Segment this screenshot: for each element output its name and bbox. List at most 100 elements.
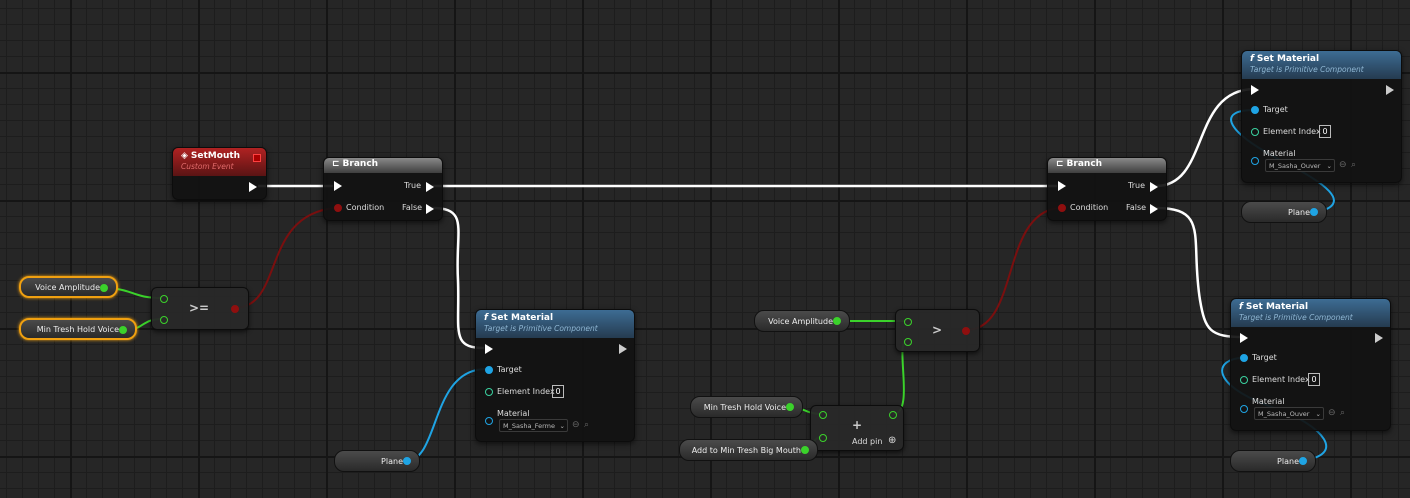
gte-input-a-pin[interactable] [160,295,168,303]
use-selected-icon[interactable]: ⊖ [572,420,580,430]
setmat3-element-index-pin[interactable] [1240,376,1248,384]
browse-search-icon[interactable]: ⌕ [1351,160,1357,170]
branch2-condition-pin[interactable] [1058,204,1066,212]
setmat3-element-index-input[interactable]: 0 [1308,373,1320,386]
add-to-min-tresh-big-mouth-pin[interactable] [801,446,809,454]
setmat1-material-dropdown[interactable]: M_Sasha_Ferme ⌄ [499,419,568,432]
setmat1-element-index-input[interactable]: 0 [552,385,564,398]
setmat3-material-dropdown[interactable]: M_Sasha_Ouver⌄ [1254,407,1324,420]
branch1-condition-label: Condition [346,203,385,212]
function-icon: f [484,313,488,323]
setmat2-element-index-pin[interactable] [1251,128,1259,136]
branch-node-2[interactable]: ⊏Branch Condition True False [1047,157,1167,221]
voice-amplitude-label-1: Voice Amplitude [35,282,100,292]
use-selected-icon[interactable]: ⊖ [1328,408,1336,418]
setmat2-exec-out-pin[interactable] [1386,85,1394,95]
min-tresh-hold-voice-pin-1[interactable] [119,326,127,334]
gte-output-pin[interactable] [231,305,239,313]
chevron-down-icon: ⌄ [1315,410,1321,418]
setmat2-element-index-input[interactable]: 0 [1319,125,1331,138]
add-operator-label: + [852,418,863,432]
function-icon: f [1239,302,1243,312]
gte-input-b-pin[interactable] [160,316,168,324]
branch2-exec-in-pin[interactable] [1058,181,1066,191]
setmat1-exec-in-pin[interactable] [485,344,493,354]
custom-event-node[interactable]: ◈SetMouth Custom Event [172,147,267,200]
setmat3-exec-in-pin[interactable] [1240,333,1248,343]
gt-output-pin[interactable] [962,327,970,335]
branch1-true-label: True [404,181,421,190]
setmat2-exec-in-pin[interactable] [1251,85,1259,95]
setmat3-element-index-label: Element Index [1252,375,1310,384]
add-input-b-pin[interactable] [819,434,827,442]
setmat1-material-pin[interactable] [485,417,493,425]
use-selected-icon[interactable]: ⊖ [1339,160,1347,170]
branch-icon: ⊏ [1056,159,1064,169]
add-pin-label[interactable]: Add pin [852,437,883,446]
branch2-false-pin[interactable] [1150,204,1158,214]
plane-getter-2[interactable]: Plane [1241,201,1327,223]
branch1-condition-pin[interactable] [334,204,342,212]
branch1-false-pin[interactable] [426,204,434,214]
voice-amplitude-pin-2[interactable] [833,317,841,325]
add-pin-plus-icon[interactable]: ⊕ [888,435,897,446]
setmat2-target-pin[interactable] [1251,106,1259,114]
voice-amplitude-label-2: Voice Amplitude [768,316,833,326]
setmat3-material-pin[interactable] [1240,405,1248,413]
setmat2-target-label: Target [1263,105,1288,114]
add-output-pin[interactable] [889,411,897,419]
setmat3-exec-out-pin[interactable] [1375,333,1383,343]
branch2-true-label: True [1128,181,1145,190]
branch2-true-pin[interactable] [1150,182,1158,192]
setmat2-title: Set Material [1256,54,1320,64]
browse-search-icon[interactable]: ⌕ [584,420,590,430]
voice-amplitude-getter-1[interactable]: Voice Amplitude [19,276,118,298]
plane-getter-3[interactable]: Plane [1230,450,1316,472]
add-input-a-pin[interactable] [819,411,827,419]
browse-search-icon[interactable]: ⌕ [1340,408,1346,418]
setmat3-target-pin[interactable] [1240,354,1248,362]
min-tresh-hold-voice-pin-2[interactable] [786,403,794,411]
setmat1-element-index-pin[interactable] [485,388,493,396]
gt-operator-label: > [932,323,943,337]
gt-input-b-pin[interactable] [904,338,912,346]
object-wire-plane1-setmat1 [405,368,487,462]
exec-wire-branch1-false-setmat1 [431,206,485,350]
greater-equal-node[interactable]: >= [151,287,249,330]
setmat1-element-index-label: Element Index [497,387,555,396]
plane-label-2: Plane [1288,207,1310,217]
setmat1-exec-out-pin[interactable] [619,344,627,354]
exec-wire-branch2-true-setmat2 [1155,87,1255,188]
branch1-exec-in-pin[interactable] [334,181,342,191]
voice-amplitude-pin-1[interactable] [100,284,108,292]
plane-getter-1[interactable]: Plane [334,450,420,472]
branch2-condition-label: Condition [1070,203,1109,212]
plane-pin-2[interactable] [1310,208,1318,216]
greater-than-node[interactable]: > [895,309,980,352]
setmat2-material-pin[interactable] [1251,157,1259,165]
gte-operator-label: >= [189,301,210,315]
min-tresh-hold-voice-getter-1[interactable]: Min Tresh Hold Voice [19,318,137,340]
chevron-down-icon: ⌄ [559,422,565,430]
gt-input-a-pin[interactable] [904,318,912,326]
add-to-min-tresh-big-mouth-getter[interactable]: Add to Min Tresh Big Mouth [679,439,818,461]
plane-pin-1[interactable] [403,457,411,465]
plane-pin-3[interactable] [1299,457,1307,465]
voice-amplitude-getter-2[interactable]: Voice Amplitude [754,310,850,332]
setmat1-material-value: M_Sasha_Ferme [503,422,555,430]
setmat1-target-pin[interactable] [485,366,493,374]
setmat2-material-dropdown[interactable]: M_Sasha_Ouver⌄ [1265,159,1335,172]
min-tresh-hold-voice-getter-2[interactable]: Min Tresh Hold Voice [690,396,803,418]
min-tresh-hold-voice-label-1: Min Tresh Hold Voice [36,324,119,334]
branch-node-1[interactable]: ⊏Branch Condition True False [323,157,443,221]
event-delegate-pin[interactable] [253,154,261,162]
add-float-node[interactable]: + Add pin ⊕ [810,405,904,451]
setmat3-material-label: Material [1252,397,1285,406]
branch1-true-pin[interactable] [426,182,434,192]
event-exec-out-pin[interactable] [249,182,257,192]
